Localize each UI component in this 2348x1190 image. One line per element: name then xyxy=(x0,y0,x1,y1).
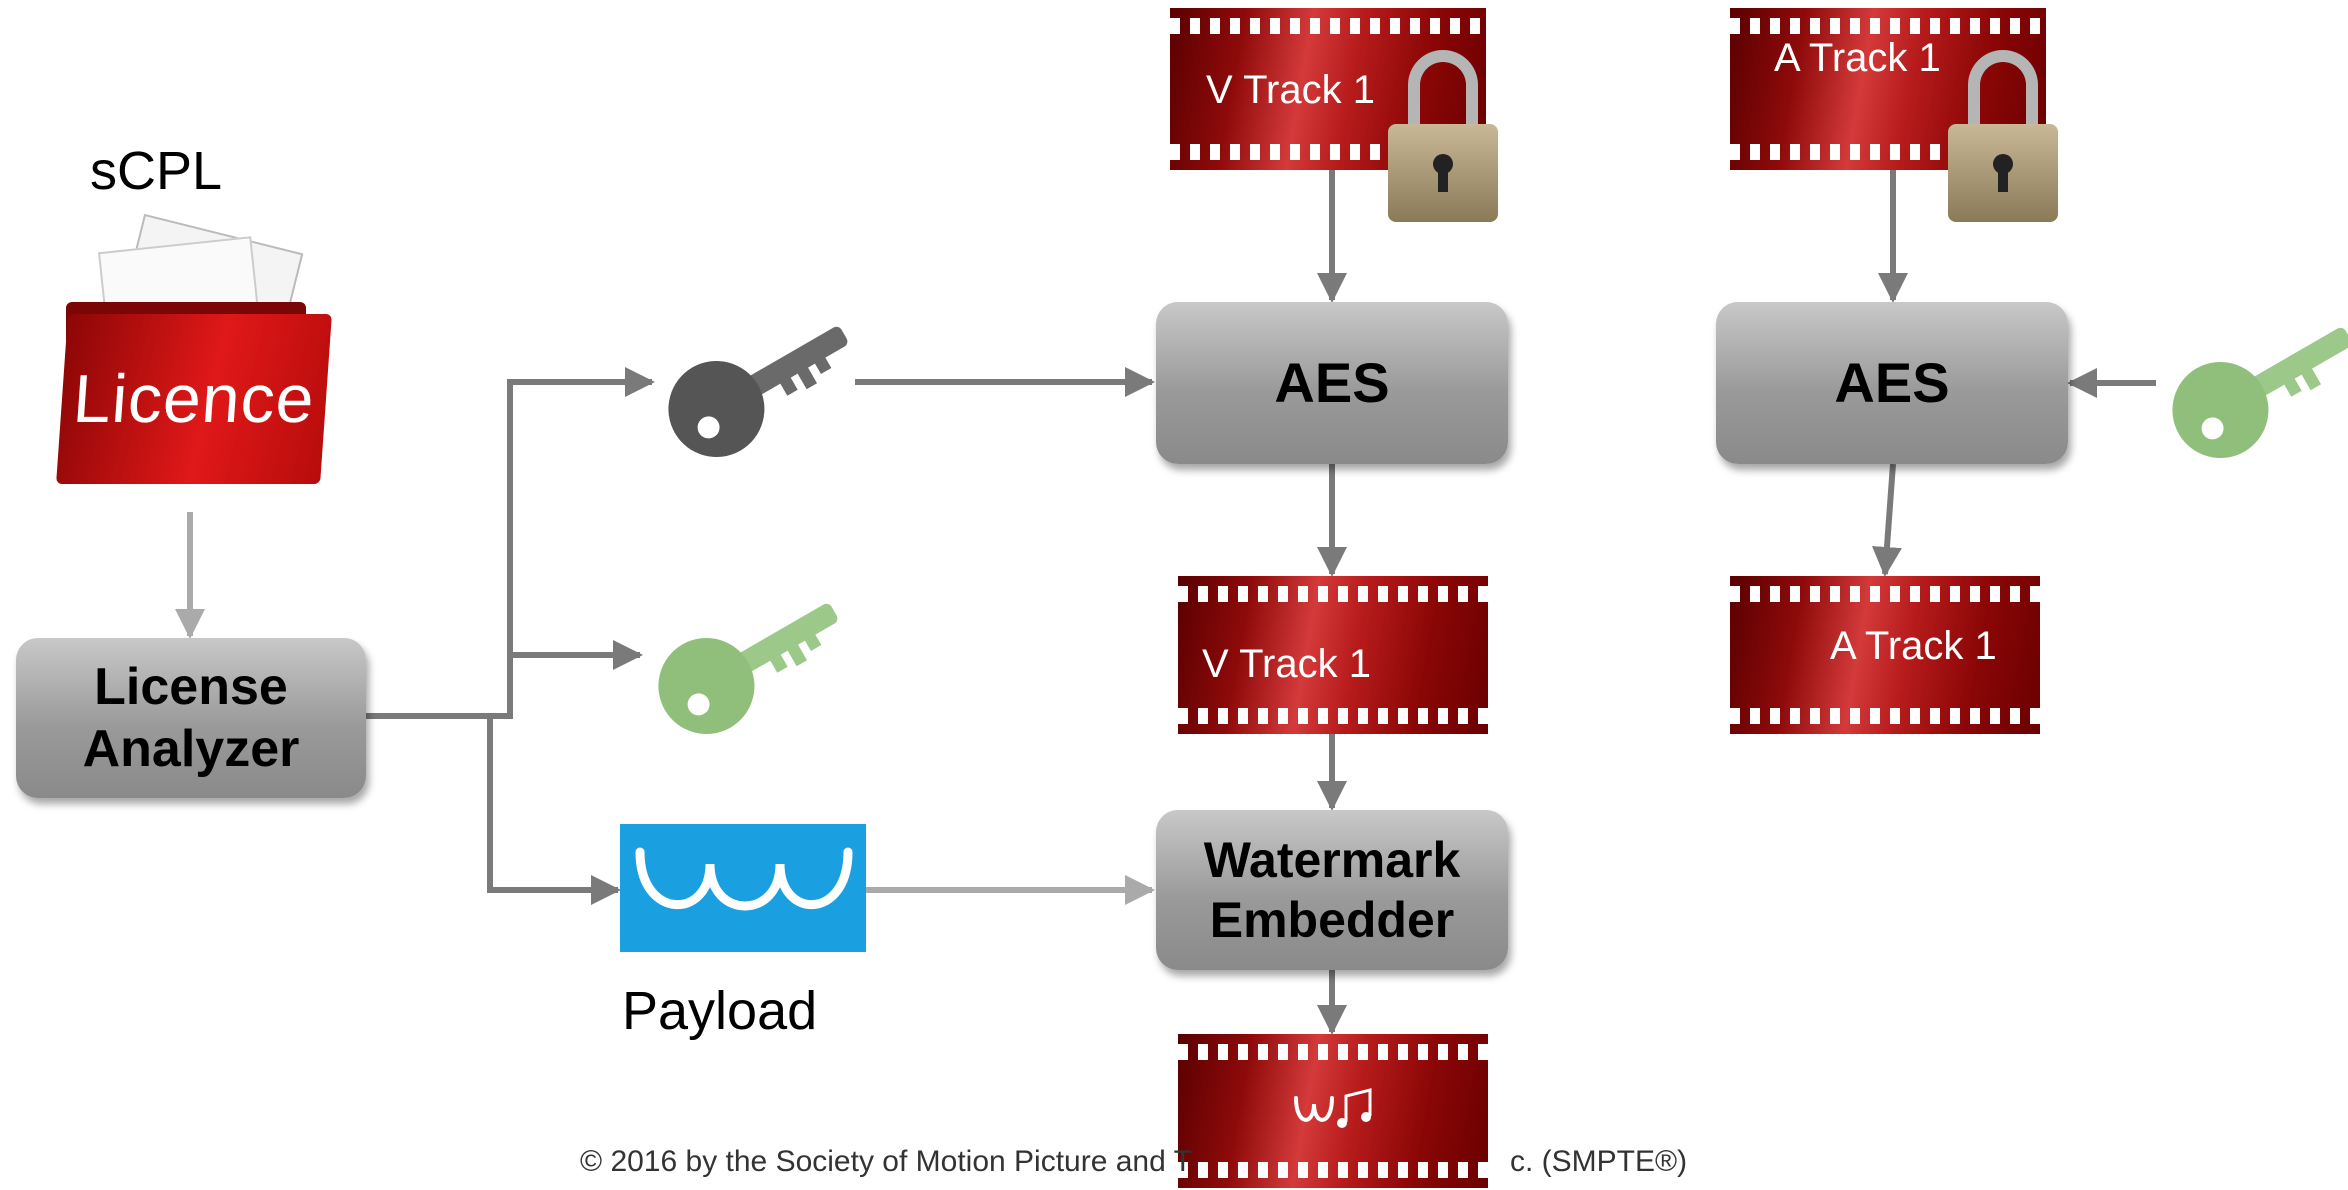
scpl-label: sCPL xyxy=(90,141,223,201)
padlock-icon xyxy=(1388,50,1498,222)
a-track-encrypted-label: A Track 1 xyxy=(1774,36,1941,80)
watermark-embedder-line2: Embedder xyxy=(1209,892,1455,948)
arrow-aes-to-atrack xyxy=(1871,463,1902,577)
arrow-analyzer-to-payload xyxy=(487,716,621,905)
license-analyzer-box: License Analyzer xyxy=(16,638,366,798)
a-track-decrypted-label: A Track 1 xyxy=(1830,624,1997,668)
arrow-analyzer-to-grey-key xyxy=(366,367,655,719)
a-track-decrypted: A Track 1 xyxy=(1730,576,2040,734)
licence-folder-icon: Licence xyxy=(48,213,332,486)
aes-video-label: AES xyxy=(1274,351,1390,415)
license-analyzer-line1: License xyxy=(94,657,288,716)
watermark-wave-icon xyxy=(635,847,853,911)
folder-front: Licence xyxy=(56,314,332,484)
green-key-icon xyxy=(658,603,838,734)
v-track-watermarked xyxy=(1178,1034,1488,1188)
payload-label: Payload xyxy=(622,981,818,1041)
payload-icon xyxy=(620,824,866,952)
green-key-audio-icon xyxy=(2172,327,2348,458)
license-analyzer-line2: Analyzer xyxy=(82,720,300,778)
copyright-text: © 2016 by the Society of Motion Picture … xyxy=(580,1145,1192,1178)
aes-audio-label: AES xyxy=(1834,351,1950,415)
watermark-embedder-line1: Watermark xyxy=(1203,832,1461,888)
v-track-decrypted-label: V Track 1 xyxy=(1202,642,1371,686)
licence-folder-text: Licence xyxy=(70,361,318,437)
copyright-tail: c. (SMPTE®) xyxy=(1510,1145,1688,1178)
padlock-audio-icon xyxy=(1948,50,2058,222)
v-track-encrypted-label: V Track 1 xyxy=(1206,68,1375,112)
watermark-music-icon xyxy=(1294,1088,1372,1128)
grey-key-icon xyxy=(668,326,848,457)
watermark-embedder-box: Watermark Embedder xyxy=(1156,810,1508,970)
aes-audio-box: AES xyxy=(1716,302,2068,464)
aes-video-box: AES xyxy=(1156,302,1508,464)
v-track-decrypted: V Track 1 xyxy=(1178,576,1488,734)
